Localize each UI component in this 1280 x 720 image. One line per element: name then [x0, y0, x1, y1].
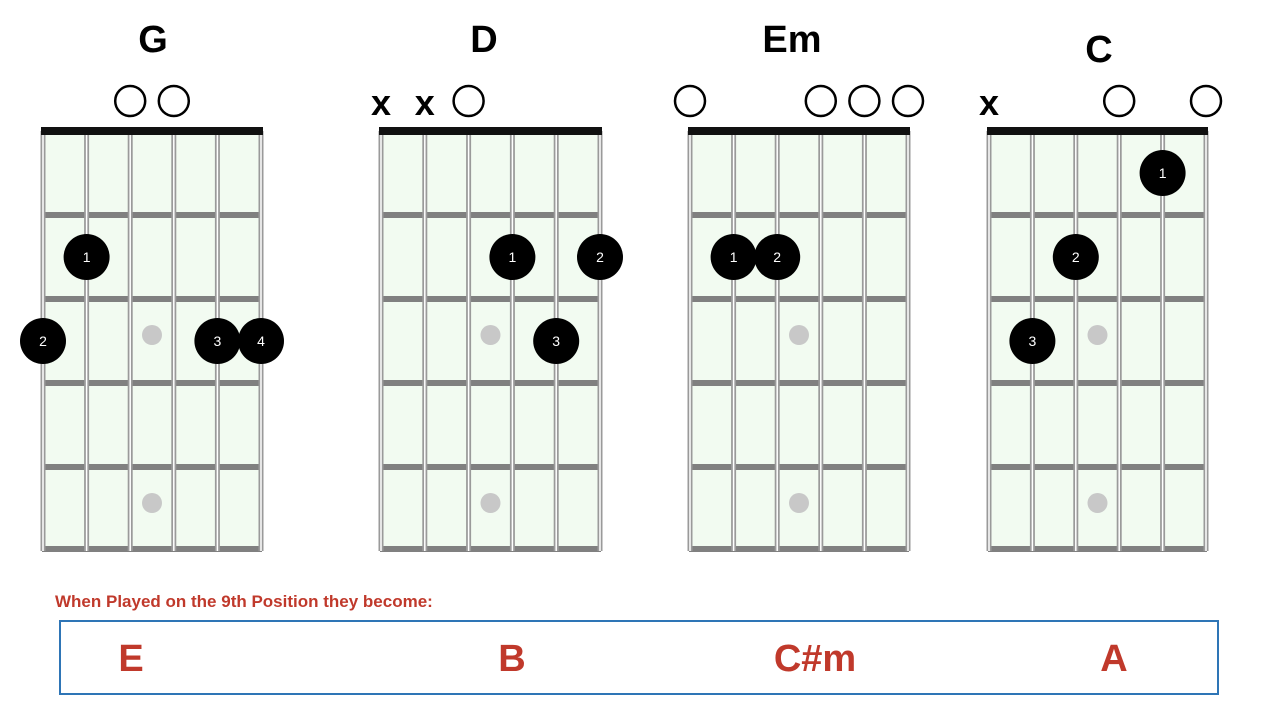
fret-wire [988, 546, 1207, 552]
finger-dot [63, 234, 110, 280]
chord-diagram-3: Em 1 2 [673, 19, 925, 552]
finger-number: 3 [1029, 333, 1037, 349]
chord-name: Em [762, 19, 821, 61]
fret-wire [988, 464, 1207, 470]
fret-wire [988, 380, 1207, 386]
finger-number: 1 [1159, 165, 1167, 181]
finger-number: 4 [257, 333, 265, 349]
nut [688, 127, 910, 135]
inlay-dot [480, 493, 501, 513]
position-caption: When Played on the 9th Position they bec… [55, 592, 433, 611]
fret-wire [988, 212, 1207, 218]
fret-wire [689, 212, 909, 218]
fret-wire [42, 212, 262, 218]
fret-wire [42, 546, 262, 552]
transposed-chords-box [59, 620, 1219, 695]
fret-wire [42, 464, 262, 470]
inlay-dot [789, 493, 809, 513]
inlay-dot [142, 325, 162, 345]
chord-diagram-1: G 1 2 3 4 [20, 19, 284, 552]
inlay-dot [480, 325, 501, 345]
open-string-marker [1189, 84, 1223, 118]
finger-dot [754, 234, 801, 280]
fret-wire [380, 546, 601, 552]
inlay-dot [789, 325, 809, 345]
chord-name: G [138, 19, 168, 61]
fret-wire [689, 464, 909, 470]
open-string-marker [891, 84, 925, 118]
open-string-marker [673, 84, 707, 118]
nut [41, 127, 263, 135]
finger-number: 1 [509, 249, 517, 265]
fret-wire [380, 464, 601, 470]
open-string-marker [452, 84, 485, 118]
finger-dot [489, 234, 536, 280]
muted-string-marker: x [979, 82, 999, 123]
transposed-chord-4: A [1100, 638, 1128, 680]
finger-number: 2 [596, 249, 604, 265]
finger-dot [194, 318, 241, 364]
muted-string-marker: x [415, 82, 435, 123]
fret-wire [988, 296, 1207, 302]
muted-string-marker: x [371, 82, 391, 123]
finger-dot [1139, 150, 1186, 196]
finger-number: 2 [39, 333, 47, 349]
inlay-dot [1087, 325, 1108, 345]
transposed-chord-1: E [118, 638, 144, 680]
fret-wire [380, 380, 601, 386]
finger-dot [577, 234, 623, 280]
finger-dot [1052, 234, 1099, 280]
finger-number: 3 [214, 333, 222, 349]
fret-wire [42, 380, 262, 386]
open-string-marker [1102, 84, 1136, 118]
nut [379, 127, 602, 135]
open-string-marker [848, 84, 881, 118]
nut [987, 127, 1208, 135]
chord-name: C [1085, 29, 1112, 71]
chord-name: D [470, 19, 497, 61]
finger-dot [710, 234, 757, 280]
finger-dot [1009, 318, 1056, 364]
finger-number: 1 [83, 249, 91, 265]
finger-dot [238, 318, 284, 364]
finger-number: 2 [1072, 249, 1080, 265]
finger-dot [533, 318, 580, 364]
finger-number: 2 [773, 249, 781, 265]
fret-wire [689, 296, 909, 302]
finger-number: 1 [730, 249, 738, 265]
fret-wire [380, 296, 601, 302]
open-string-marker [157, 84, 191, 118]
fret-wire [380, 212, 601, 218]
open-string-marker [804, 84, 838, 118]
inlay-dot [1087, 493, 1108, 513]
open-string-marker [113, 84, 147, 118]
fret-wire [42, 296, 262, 302]
transposed-chord-3: C#m [773, 638, 857, 680]
finger-dot [20, 318, 66, 364]
chord-diagram-4: Cx 1 2 3 [979, 29, 1223, 552]
inlay-dot [142, 493, 162, 513]
fret-wire [689, 546, 909, 552]
transposed-chord-2: B [498, 638, 526, 680]
fret-wire [689, 380, 909, 386]
finger-number: 3 [552, 333, 560, 349]
